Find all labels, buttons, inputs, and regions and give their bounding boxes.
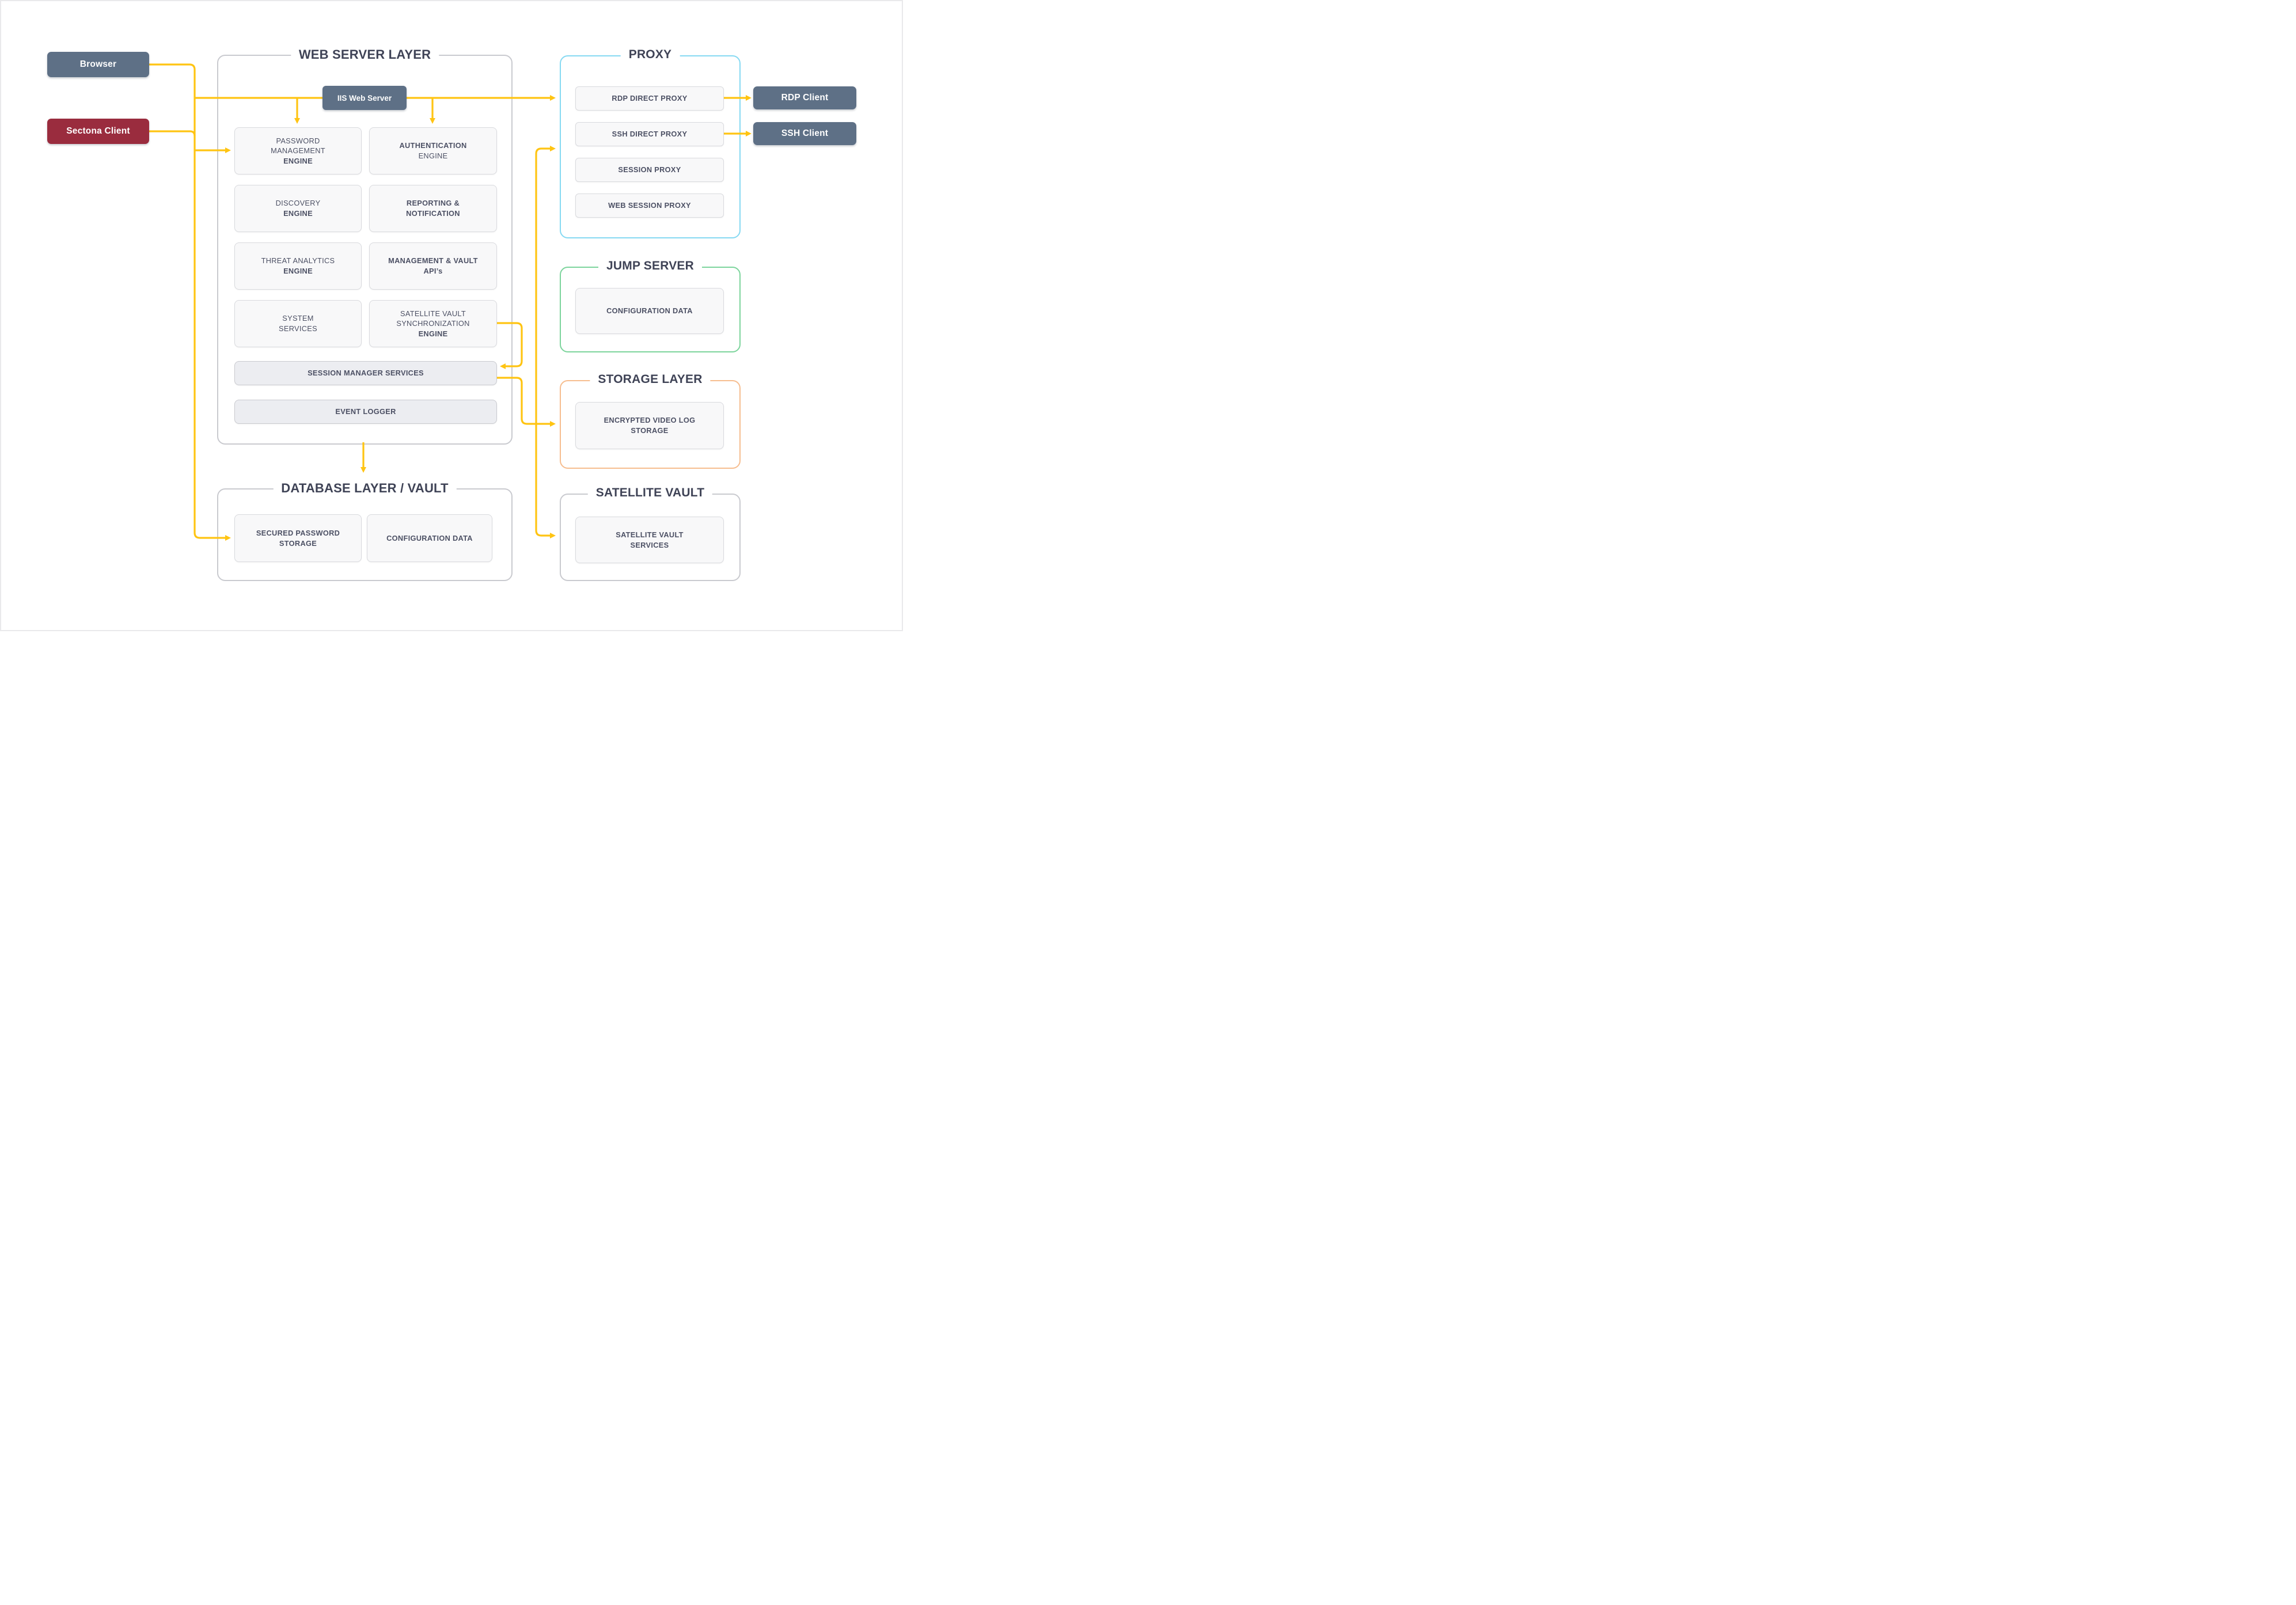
sectona-client-node: Sectona Client	[47, 119, 149, 144]
event-logger-label: EVENT LOGGER	[335, 407, 396, 416]
iis-web-server-node: IIS Web Server	[322, 86, 407, 110]
reporting-notification-node: REPORTING & NOTIFICATION	[369, 185, 497, 232]
ssh-client-label: SSH Client	[781, 128, 829, 138]
node-line: SYSTEM	[282, 314, 314, 323]
satellite-vault-title: SATELLITE VAULT	[587, 486, 713, 500]
jump-server-panel: JUMP SERVER	[560, 259, 741, 352]
event-logger-node: EVENT LOGGER	[234, 400, 497, 424]
node-line: SATELLITE VAULT	[616, 530, 684, 539]
node-line: PASSWORD	[276, 136, 320, 145]
system-services-node: SYSTEM SERVICES	[234, 300, 362, 347]
rdp-client-label: RDP Client	[781, 93, 829, 103]
node-line: ENGINE	[283, 267, 313, 275]
browser-label: Browser	[79, 59, 117, 69]
jump-configuration-data-node: CONFIGURATION DATA	[575, 288, 724, 334]
node-line: STORAGE	[279, 538, 317, 548]
ssh-direct-proxy-node: SSH DIRECT PROXY	[575, 122, 724, 146]
session-manager-services-node: SESSION MANAGER SERVICES	[234, 361, 497, 385]
proxy-panel: PROXY	[560, 48, 741, 238]
node-line: DISCOVERY	[275, 199, 321, 208]
management-vault-apis-node: MANAGEMENT & VAULT API’s	[369, 242, 497, 290]
database-layer-title: DATABASE LAYER / VAULT	[273, 481, 457, 496]
node-line: SERVICES	[630, 540, 669, 549]
session-proxy-node: SESSION PROXY	[575, 158, 724, 182]
node-line: THREAT ANALYTICS	[261, 256, 335, 265]
node-line: MANAGEMENT & VAULT	[388, 256, 478, 265]
rdp-client-node: RDP Client	[753, 86, 856, 109]
node-line: STORAGE	[631, 426, 669, 435]
satellite-vault-panel: SATELLITE VAULT	[560, 486, 741, 581]
node-line: SYNCHRONIZATION	[396, 319, 470, 328]
web-server-layer-title: WEB SERVER LAYER	[290, 47, 439, 62]
node-line: ENCRYPTED VIDEO LOG	[604, 416, 696, 425]
session-proxy-label: SESSION PROXY	[618, 165, 681, 174]
node-line: API’s	[423, 267, 443, 275]
nodes-layer: Browser Sectona Client IIS Web Server PA…	[0, 0, 903, 631]
node-line: SERVICES	[279, 324, 317, 333]
secured-password-storage-node: SECURED PASSWORD STORAGE	[234, 514, 362, 562]
satellite-vault-sync-engine-node: SATELLITE VAULT SYNCHRONIZATION ENGINE	[369, 300, 497, 347]
iis-web-server-label: IIS Web Server	[337, 93, 392, 103]
node-line: SATELLITE VAULT	[400, 309, 466, 318]
authentication-engine-node: AUTHENTICATION ENGINE	[369, 127, 497, 174]
node-line: SECURED PASSWORD	[256, 528, 340, 537]
encrypted-video-log-storage-node: ENCRYPTED VIDEO LOG STORAGE	[575, 402, 724, 449]
node-line: NOTIFICATION	[406, 209, 460, 218]
ssh-client-node: SSH Client	[753, 122, 856, 145]
db-configuration-data-node: CONFIGURATION DATA	[367, 514, 492, 562]
jump-configuration-data-label: CONFIGURATION DATA	[606, 306, 693, 316]
storage-layer-title: STORAGE LAYER	[590, 373, 711, 386]
node-line: ENGINE	[283, 156, 313, 165]
rdp-direct-proxy-node: RDP DIRECT PROXY	[575, 86, 724, 111]
web-session-proxy-label: WEB SESSION PROXY	[608, 201, 691, 210]
sectona-client-label: Sectona Client	[66, 126, 130, 136]
node-line: MANAGEMENT	[271, 146, 325, 155]
node-line: REPORTING &	[406, 199, 460, 208]
ssh-direct-proxy-label: SSH DIRECT PROXY	[612, 130, 688, 139]
password-management-engine-node: PASSWORD MANAGEMENT ENGINE	[234, 127, 362, 174]
satellite-vault-services-node: SATELLITE VAULT SERVICES	[575, 517, 724, 563]
web-session-proxy-node: WEB SESSION PROXY	[575, 193, 724, 218]
storage-layer-panel: STORAGE LAYER	[560, 373, 741, 469]
jump-server-title: JUMP SERVER	[598, 259, 702, 273]
rdp-direct-proxy-label: RDP DIRECT PROXY	[612, 94, 688, 103]
database-layer-panel: DATABASE LAYER / VAULT	[217, 481, 513, 581]
node-line: ENGINE	[283, 209, 313, 218]
session-manager-services-label: SESSION MANAGER SERVICES	[308, 369, 424, 378]
db-configuration-data-label: CONFIGURATION DATA	[386, 533, 473, 542]
proxy-title: PROXY	[620, 48, 680, 62]
node-line: AUTHENTICATION	[399, 141, 467, 150]
architecture-diagram: WEB SERVER LAYER PROXY JUMP SERVER STORA…	[0, 0, 903, 631]
threat-analytics-engine-node: THREAT ANALYTICS ENGINE	[234, 242, 362, 290]
node-line: ENGINE	[418, 329, 448, 338]
browser-node: Browser	[47, 52, 149, 77]
panel-layer: WEB SERVER LAYER PROXY JUMP SERVER STORA…	[0, 0, 903, 631]
node-line: ENGINE	[418, 151, 448, 160]
discovery-engine-node: DISCOVERY ENGINE	[234, 185, 362, 232]
